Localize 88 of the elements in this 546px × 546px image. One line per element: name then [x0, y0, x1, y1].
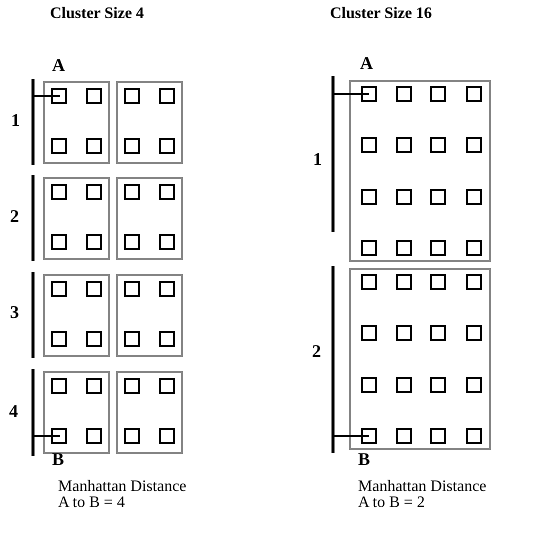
cluster-box	[116, 274, 183, 357]
node-square	[361, 428, 377, 444]
node-square	[51, 378, 67, 394]
node-square	[361, 274, 377, 290]
cluster-box	[43, 81, 110, 164]
node-square	[466, 428, 482, 444]
node-square	[159, 378, 175, 394]
marker-label: B	[52, 450, 64, 468]
node-square	[430, 86, 446, 102]
caption-text: Manhattan Distance A to B = 4	[58, 479, 188, 511]
column-heading: Cluster Size 4	[50, 6, 144, 22]
node-square	[159, 331, 175, 347]
node-square	[51, 331, 67, 347]
node-square	[396, 189, 412, 205]
node-square	[86, 378, 102, 394]
node-square	[159, 88, 175, 104]
marker-label: 3	[10, 303, 19, 321]
cluster-box	[116, 177, 183, 260]
node-square	[361, 189, 377, 205]
node-square	[159, 281, 175, 297]
node-square	[430, 240, 446, 256]
node-square	[86, 234, 102, 250]
node-square	[51, 234, 67, 250]
node-square	[124, 234, 140, 250]
node-square	[430, 377, 446, 393]
node-square	[466, 86, 482, 102]
caption-text: Manhattan Distance A to B = 2	[358, 479, 488, 511]
node-square	[124, 138, 140, 154]
node-square	[124, 378, 140, 394]
node-square	[159, 234, 175, 250]
node-square	[361, 240, 377, 256]
node-square	[51, 88, 67, 104]
marker-label: 1	[11, 111, 20, 129]
node-square	[86, 281, 102, 297]
node-square	[430, 325, 446, 341]
marker-label: 1	[313, 150, 322, 168]
marker-label: B	[358, 450, 370, 468]
cluster-box	[349, 80, 491, 262]
cluster-box	[43, 371, 110, 454]
node-square	[361, 377, 377, 393]
node-square	[361, 86, 377, 102]
marker-label: 2	[10, 207, 19, 225]
node-square	[396, 137, 412, 153]
node-square	[396, 240, 412, 256]
node-square	[86, 428, 102, 444]
node-square	[159, 138, 175, 154]
node-square	[466, 137, 482, 153]
cluster-box	[116, 371, 183, 454]
node-square	[430, 274, 446, 290]
node-square	[466, 240, 482, 256]
node-square	[396, 377, 412, 393]
node-square	[396, 86, 412, 102]
marker-label: 4	[9, 402, 18, 420]
node-square	[51, 138, 67, 154]
node-square	[159, 184, 175, 200]
node-square	[124, 331, 140, 347]
node-square	[124, 184, 140, 200]
node-square	[430, 189, 446, 205]
cluster-box	[43, 274, 110, 357]
cluster-box	[349, 268, 491, 450]
marker-label: A	[52, 56, 65, 74]
node-square	[124, 428, 140, 444]
node-square	[466, 325, 482, 341]
node-square	[430, 137, 446, 153]
node-square	[86, 331, 102, 347]
node-square	[466, 274, 482, 290]
node-square	[86, 184, 102, 200]
node-square	[51, 281, 67, 297]
marker-label: A	[360, 54, 373, 72]
node-square	[466, 189, 482, 205]
node-square	[159, 428, 175, 444]
node-square	[124, 88, 140, 104]
column-heading: Cluster Size 16	[330, 6, 432, 22]
node-square	[51, 184, 67, 200]
cluster-box	[116, 81, 183, 164]
node-square	[124, 281, 140, 297]
node-square	[430, 428, 446, 444]
node-square	[396, 274, 412, 290]
node-square	[466, 377, 482, 393]
node-square	[396, 325, 412, 341]
node-square	[51, 428, 67, 444]
node-square	[86, 88, 102, 104]
marker-label: 2	[312, 342, 321, 360]
node-square	[361, 137, 377, 153]
node-square	[361, 325, 377, 341]
node-square	[86, 138, 102, 154]
node-square	[396, 428, 412, 444]
cluster-box	[43, 177, 110, 260]
